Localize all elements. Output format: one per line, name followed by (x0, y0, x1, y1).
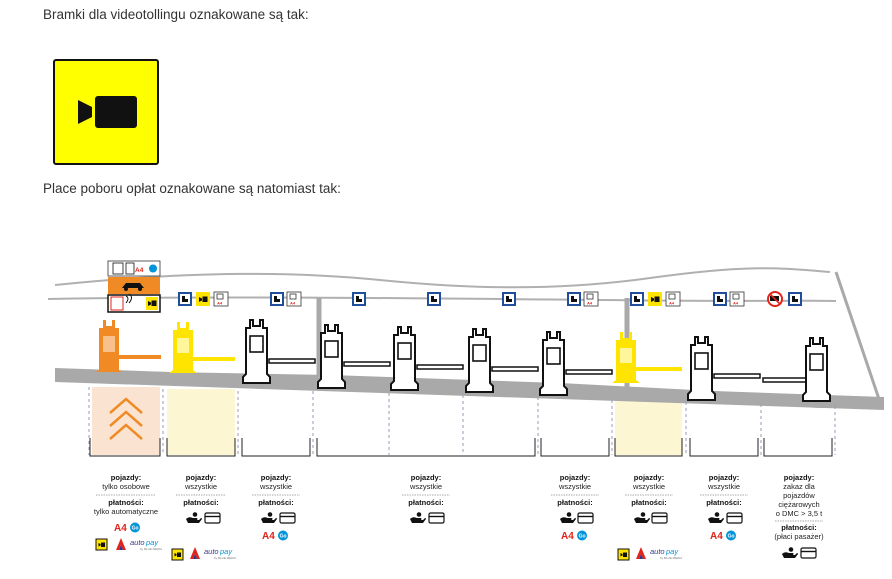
card-icon (800, 547, 817, 559)
autopay-logo (190, 547, 237, 560)
booth-lane-2 (169, 322, 235, 373)
card-icon (204, 512, 221, 524)
videotoll-icon (95, 538, 108, 551)
lane-5-info: pojazdy: wszystkie płatności: (551, 473, 599, 542)
lane-2-highlight (167, 389, 235, 455)
intro-toll-plaza-text: Place poboru opłat oznakowane są natomia… (43, 181, 341, 196)
card-icon (428, 512, 445, 524)
svg-text:pojazdy:: pojazdy: (186, 473, 216, 482)
videotoll-icon (617, 548, 630, 561)
svg-text:tylko osobowe: tylko osobowe (102, 482, 150, 491)
roof-sign-lane-4b (427, 292, 441, 306)
cash-icon (708, 512, 724, 523)
svg-text:zakaz dla: zakaz dla (783, 482, 816, 491)
canopy-top-line (54, 267, 831, 289)
card-icon (577, 512, 594, 524)
lane-3-info: pojazdy: wszystkie płatności: (252, 473, 300, 542)
autopay-logo (116, 538, 163, 551)
svg-text:płatności:: płatności: (557, 498, 592, 507)
cash-icon (560, 512, 576, 523)
svg-text:pojazdy:: pojazdy: (784, 473, 814, 482)
lane-8-info: pojazdy: zakaz dla pojazdów ciężarowych … (774, 473, 824, 559)
svg-text:płatności:: płatności: (631, 498, 666, 507)
cash-icon (634, 512, 650, 523)
roof-sign-lane-2 (178, 291, 229, 307)
svg-text:A4: A4 (135, 267, 144, 274)
lane-1-info: pojazdy: tylko osobowe płatności: tylko … (94, 473, 163, 551)
svg-text:pojazdy:: pojazdy: (411, 473, 441, 482)
lane-7-info: pojazdy: wszystkie płatności: (700, 473, 748, 542)
booth-lane-1 (96, 320, 161, 372)
plaza-edge-line (834, 271, 882, 403)
svg-text:pojazdy:: pojazdy: (560, 473, 590, 482)
video-camera-icon (78, 96, 137, 128)
svg-text:wszystkie: wszystkie (558, 482, 591, 491)
booth-lane-7 (687, 336, 761, 401)
svg-text:wszystkie: wszystkie (707, 482, 740, 491)
lane-6-info: pojazdy: wszystkie płatności: (617, 473, 683, 561)
lane-6-highlight (615, 400, 682, 455)
card-icon (651, 512, 668, 524)
cash-icon (782, 547, 798, 558)
svg-text:płatności:: płatności: (781, 523, 816, 532)
lane-dividers (88, 387, 836, 455)
svg-text:wszystkie: wszystkie (259, 482, 292, 491)
svg-text:płatności:: płatności: (706, 498, 741, 507)
intro-videotolling-text: Bramki dla videotollingu oznakowane są t… (43, 7, 309, 22)
roof-sign-lane-4a (352, 292, 366, 306)
svg-text:tylko automatyczne: tylko automatyczne (94, 507, 158, 516)
svg-text:pojazdy:: pojazdy: (634, 473, 664, 482)
automatic-lane-chevrons (109, 397, 143, 440)
roof-sign-lane-8 (767, 291, 802, 307)
svg-text:(płaci pasażer): (płaci pasażer) (774, 532, 824, 541)
roof-sign-lane-7 (713, 291, 745, 307)
svg-text:pojazdy:: pojazdy: (111, 473, 141, 482)
svg-text:pojazdów: pojazdów (783, 491, 815, 500)
svg-text:wszystkie: wszystkie (184, 482, 217, 491)
roof-sign-lane-4c (502, 292, 516, 306)
booth-lane-3 (242, 319, 316, 384)
videotolling-sign (53, 59, 159, 165)
svg-text:płatności:: płatności: (183, 498, 218, 507)
svg-text:płatności:: płatności: (258, 498, 293, 507)
videotoll-icon (171, 548, 184, 561)
booth-lane-8 (762, 337, 831, 402)
svg-text:pojazdy:: pojazdy: (261, 473, 291, 482)
a4go-logo (262, 530, 288, 542)
booth-lane-6 (612, 332, 682, 383)
cash-icon (186, 512, 202, 523)
lane-2-info: pojazdy: wszystkie płatności: (171, 473, 237, 561)
lane-brackets (89, 438, 833, 457)
svg-text:płatności:: płatności: (108, 498, 143, 507)
svg-text:o DMC > 3,5 t: o DMC > 3,5 t (776, 509, 823, 518)
lane-4-info: pojazdy: wszystkie płatności: (402, 473, 450, 524)
a4go-logo (114, 522, 140, 534)
roof-sign-lane-6 (630, 291, 681, 307)
svg-text:wszystkie: wszystkie (409, 482, 442, 491)
roof-sign-lane-3 (270, 291, 302, 307)
roof-sign-stack-lane-1: A4 (107, 260, 161, 313)
svg-text:ciężarowych: ciężarowych (778, 500, 819, 509)
toll-plaza-diagram: A4 A4 Go auto pay by BLUE MEDIA (47, 260, 884, 561)
svg-text:płatności:: płatności: (408, 498, 443, 507)
svg-text:pojazdy:: pojazdy: (709, 473, 739, 482)
card-icon (726, 512, 743, 524)
a4go-logo (710, 530, 736, 542)
svg-text:wszystkie: wszystkie (632, 482, 665, 491)
cash-icon (261, 512, 277, 523)
a4go-logo (561, 530, 587, 542)
cash-icon (410, 512, 426, 523)
lane-1-highlight (92, 387, 160, 455)
card-icon (279, 512, 296, 524)
autopay-logo (636, 547, 683, 560)
